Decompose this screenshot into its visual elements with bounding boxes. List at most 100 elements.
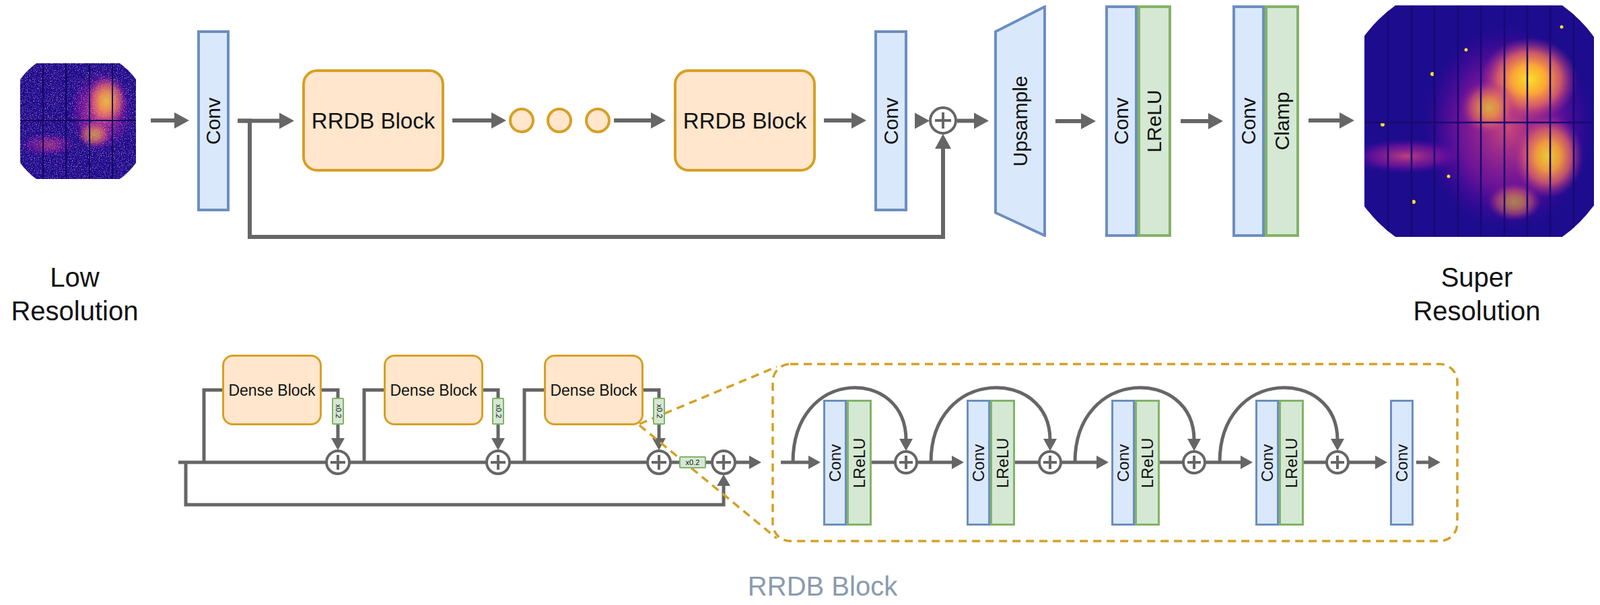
arrow-head: [1339, 112, 1355, 129]
conv-layer: Conv: [197, 30, 230, 212]
flow-line: [1308, 118, 1342, 123]
super-resolution-image: [1457, 5, 1460, 237]
flow-line: [178, 387, 1431, 505]
low-resolution-image: [20, 63, 136, 180]
node-label: Upsample: [1010, 75, 1031, 167]
super-resolution-image: [1464, 48, 1469, 52]
arrow-head: [279, 113, 295, 130]
super-resolution-image: [1560, 25, 1564, 29]
sum-node: [1326, 451, 1349, 474]
arrow-head: [1375, 455, 1388, 470]
super-resolution-image: [1503, 5, 1506, 237]
connector: [1180, 113, 1224, 130]
connector-line: [364, 390, 384, 464]
super-resolution-image: [1387, 5, 1390, 237]
connector-line: [524, 390, 544, 464]
node-label: Dense Block: [228, 382, 316, 398]
zoom-outline: [639, 364, 1458, 542]
super-resolution-image: [1364, 5, 1594, 237]
super-resolution-image: [1364, 5, 1594, 237]
super-resolution-image: [1423, 26, 1592, 229]
arrow-head: [650, 112, 666, 129]
sum-node: [496, 455, 500, 470]
arrow-head: [1330, 438, 1345, 451]
arrow-head: [808, 455, 821, 470]
lrelu-activation: LReLU: [1137, 5, 1172, 237]
node-label: Conv: [881, 96, 902, 145]
sum-node: [941, 112, 945, 129]
sum-node: [1039, 451, 1061, 474]
sum-node: [904, 455, 908, 470]
node-label: x0.2: [685, 459, 701, 467]
arrow-head: [934, 133, 952, 149]
low-resolution-image: [20, 119, 136, 122]
super-resolution-image: [1364, 5, 1594, 237]
super-resolution-image: [1447, 175, 1451, 179]
low-resolution-image: [20, 63, 136, 180]
connector-line: [1204, 461, 1244, 465]
arrow-head: [974, 113, 989, 130]
connector-line: [483, 390, 499, 399]
arrow-head: [174, 112, 190, 129]
figure-caption: RRDB Block: [687, 571, 958, 602]
flow-line: [185, 462, 724, 505]
arrow-head: [1240, 455, 1253, 470]
conv-layer: Conv: [1255, 399, 1279, 526]
connector-line: [1060, 461, 1100, 465]
node-label: Conv: [970, 443, 987, 482]
connector-line: [452, 118, 497, 123]
connector: [823, 112, 867, 129]
sum-node: [1336, 455, 1339, 470]
conv-layer: Conv: [1111, 399, 1135, 526]
lrelu-activation: LReLU: [1134, 399, 1160, 526]
super-resolution-image: [1364, 121, 1594, 124]
scale-tag: x0.2: [679, 456, 707, 469]
conv-layer: Conv: [1389, 399, 1414, 526]
conv-layer: Conv: [1105, 5, 1138, 237]
scale-tag: x0.2: [652, 397, 666, 425]
trapezoid-outline: [995, 6, 1045, 236]
flow-line: [1416, 461, 1431, 465]
node-label: LReLU: [851, 437, 868, 489]
connector: [483, 390, 499, 399]
flow-line: [178, 461, 659, 465]
connector-line: [1180, 119, 1213, 124]
super-resolution-image: [1549, 5, 1552, 237]
arrow-head: [1187, 438, 1201, 451]
node-label: Clamp: [1272, 92, 1293, 151]
node-label: Conv: [203, 96, 224, 145]
arrow-head: [491, 112, 507, 129]
zoom-outline: [639, 425, 777, 539]
node-label: Dense Block: [389, 382, 477, 398]
super-resolution-image: [1480, 5, 1483, 237]
super-resolution-image: [1487, 183, 1542, 221]
low-resolution-image: [20, 63, 136, 180]
ellipsis-dot: [586, 109, 610, 132]
scale-tag: x0.2: [331, 397, 344, 425]
connector-line: [1015, 461, 1040, 465]
node-label: LReLU: [1139, 437, 1156, 489]
connector-line: [321, 390, 338, 399]
connector-line: [871, 461, 896, 465]
arrow-head: [1096, 455, 1109, 470]
node-label: Conv: [1238, 97, 1259, 145]
node-label: Conv: [827, 443, 844, 482]
dense-block: Dense Block: [222, 354, 322, 426]
arrow-head: [899, 438, 913, 451]
sum-node: [1048, 455, 1052, 470]
connector-line: [780, 461, 812, 465]
flow-line: [150, 118, 177, 123]
connector-line: [613, 118, 656, 123]
connector-line: [916, 461, 956, 465]
connector-line: [1348, 461, 1379, 465]
node-label: LReLU: [1283, 437, 1300, 489]
conv-layer: Conv: [1232, 5, 1265, 237]
node-label: RRDB Block: [683, 109, 807, 132]
super-resolution-image: [1380, 25, 1564, 205]
zoom-outline: [772, 364, 1458, 542]
connector: [643, 390, 659, 399]
node-label: x0.2: [655, 404, 664, 419]
dense-block: Dense Block: [383, 354, 484, 426]
lrelu-activation: LReLU: [846, 399, 872, 526]
